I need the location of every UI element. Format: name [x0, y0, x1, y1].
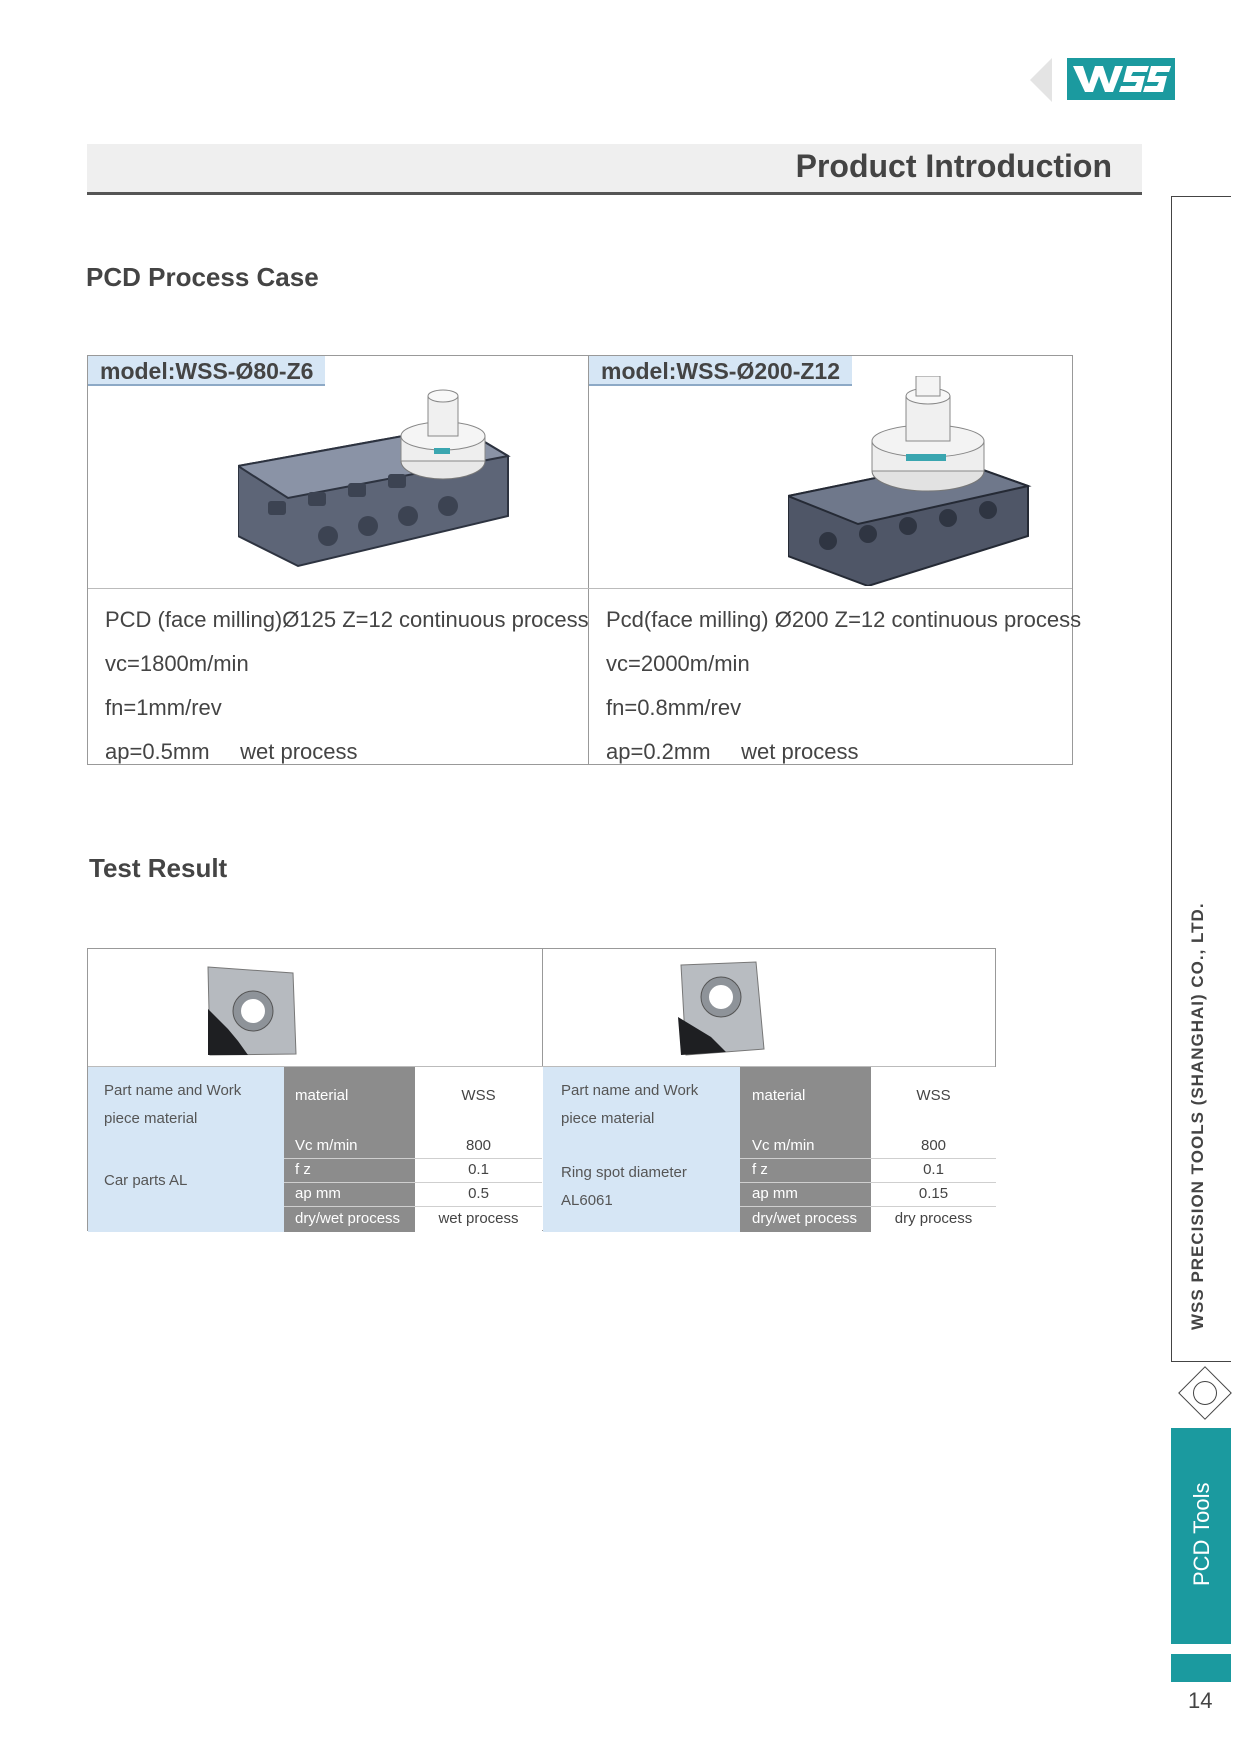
sidebar-rule: [1171, 196, 1231, 197]
param-value: wet process: [415, 1207, 542, 1232]
wss-logo: [1067, 58, 1175, 100]
case-param-line: vc=1800m/min: [105, 651, 249, 676]
case-parameters: Pcd(face milling) Ø200 Z=12 continuous p…: [606, 598, 1081, 774]
table-divider: [588, 356, 589, 764]
table-divider: [88, 1066, 995, 1067]
company-name: WSS PRECISION TOOLS (SHANGHAI) CO., LTD.: [1188, 902, 1207, 1330]
engine-block-illustration: [784, 375, 1032, 588]
material-label: material: [740, 1067, 871, 1135]
logo-arrow-icon: [1030, 58, 1052, 102]
case-parameters: PCD (face milling)Ø125 Z=12 continuous p…: [105, 598, 589, 774]
param-label: f z: [740, 1159, 871, 1183]
table-divider: [542, 949, 543, 1066]
param-value: 0.1: [871, 1159, 996, 1183]
case-param-line: fn=0.8mm/rev: [606, 695, 742, 720]
param-value: 0.15: [871, 1183, 996, 1207]
param-label: ap mm: [740, 1183, 871, 1207]
param-value: 0.5: [415, 1183, 542, 1207]
sidebar-rule: [1171, 1361, 1231, 1362]
param-label: dry/wet process: [740, 1207, 871, 1232]
process-case-table: model:WSS-Ø80-Z6 PCD (face milling)Ø125 …: [87, 355, 1081, 765]
param-value: 0.1: [415, 1159, 542, 1183]
process-case-title: PCD Process Case: [86, 262, 319, 292]
category-tab: PCD Tools: [1171, 1428, 1231, 1644]
param-value: 800: [871, 1135, 996, 1159]
pcd-insert-illustration: [207, 966, 297, 1056]
case-param-line: PCD (face milling)Ø125 Z=12 continuous p…: [105, 607, 589, 632]
engine-block-illustration: [235, 389, 511, 568]
table-divider: [88, 588, 1072, 589]
param-label: f z: [284, 1159, 415, 1183]
case-param-line: fn=1mm/rev: [105, 695, 222, 720]
wss-logo-mark: [1073, 66, 1171, 92]
test-result-title: Test Result: [89, 853, 228, 883]
case-model-label: model:WSS-Ø80-Z6: [88, 356, 326, 386]
cylinder-head-image: [784, 375, 1038, 588]
material-label: material: [284, 1067, 415, 1135]
pcd-insert-image: [666, 957, 766, 1057]
part-name-label: Part name and Work piece material: [88, 1067, 284, 1135]
pcd-insert-image: [198, 959, 298, 1059]
param-value: 800: [415, 1135, 542, 1159]
test-result-table: Part name and Work piece material materi…: [87, 948, 996, 1232]
header-band: Product Introduction: [87, 144, 1142, 195]
cylinder-head-image: [235, 386, 538, 586]
param-label: ap mm: [284, 1183, 415, 1207]
param-value: dry process: [871, 1207, 996, 1232]
case-model-label: model:WSS-Ø200-Z12: [589, 356, 852, 386]
case-param-line: Pcd(face milling) Ø200 Z=12 continuous p…: [606, 607, 1082, 632]
material-value: WSS: [871, 1067, 996, 1135]
category-label: PCD Tools: [1189, 1482, 1214, 1586]
param-label: dry/wet process: [284, 1207, 415, 1232]
case-param-line: ap=0.2mm wet process: [606, 739, 859, 764]
param-label: Vc m/min: [740, 1135, 871, 1159]
pcd-insert-illustration: [678, 961, 765, 1056]
part-value: Ring spot diameter AL6061: [543, 1135, 740, 1232]
part-value: Car parts AL: [88, 1135, 284, 1232]
page-number: 14: [1188, 1688, 1213, 1713]
circle-icon: [1193, 1381, 1217, 1405]
material-value: WSS: [415, 1067, 542, 1135]
category-marker: [1171, 1654, 1231, 1682]
sidebar-rule: [1171, 196, 1172, 1361]
page-title: Product Introduction: [795, 148, 1112, 184]
param-label: Vc m/min: [284, 1135, 415, 1159]
case-param-line: vc=2000m/min: [606, 651, 750, 676]
case-param-line: ap=0.5mm wet process: [105, 739, 358, 764]
part-name-label: Part name and Work piece material: [543, 1067, 740, 1135]
